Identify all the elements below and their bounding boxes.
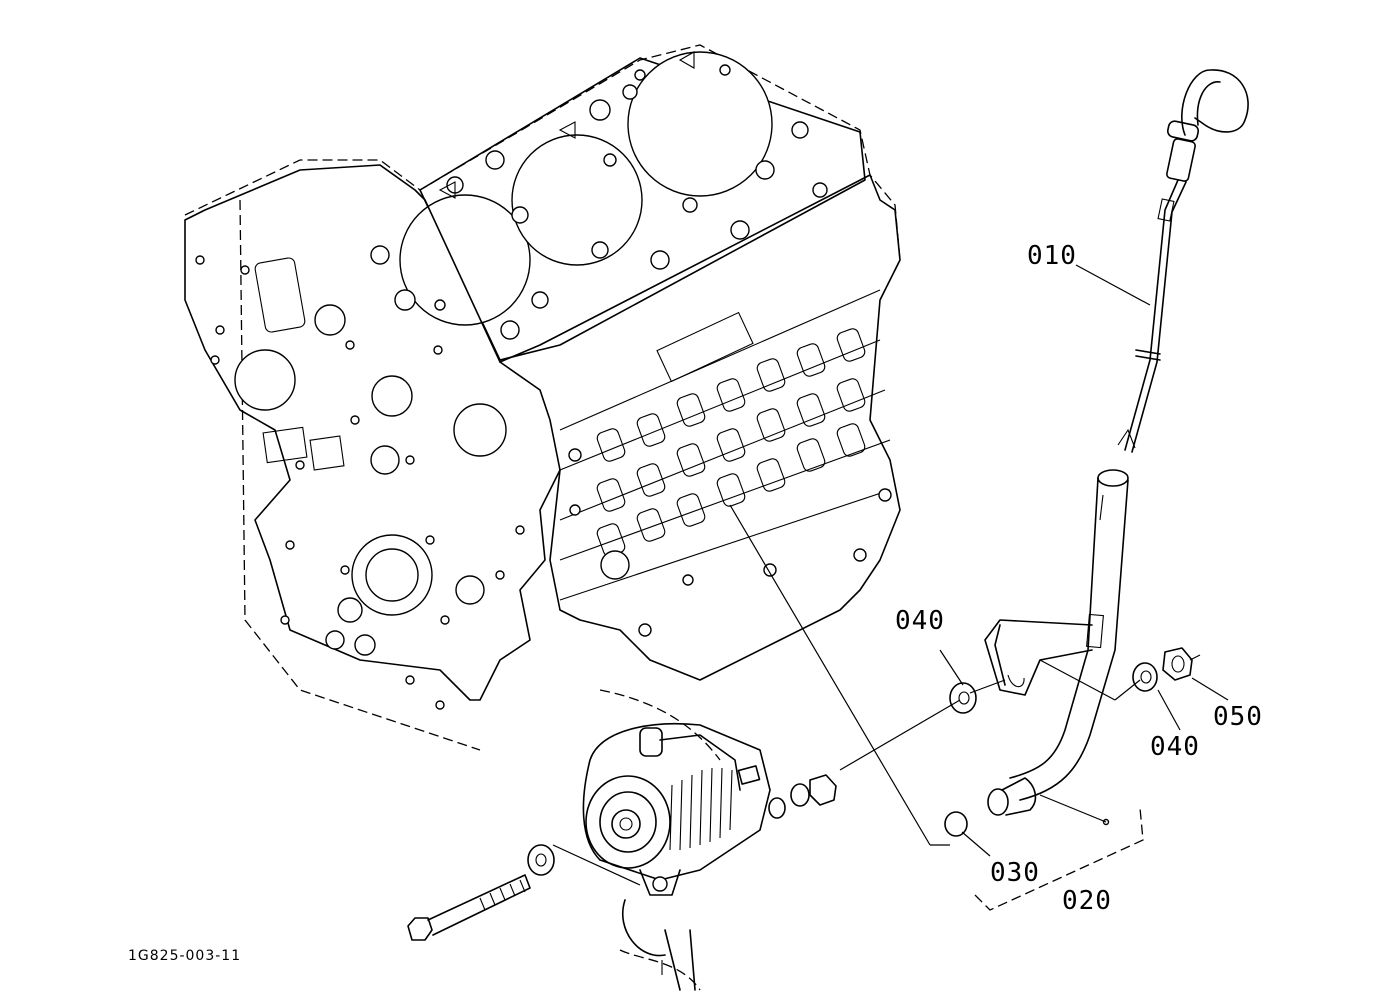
- washer-040-left: [949, 682, 977, 714]
- callout-040-left: 040: [895, 606, 945, 636]
- figure-code: 1G825-003-11: [128, 948, 242, 964]
- callout-030: 030: [990, 858, 1040, 888]
- o-ring-030: [944, 811, 968, 837]
- washer-040-right: [1132, 662, 1158, 692]
- leader-040-right: [1157, 689, 1181, 731]
- callout-010: 010: [1027, 241, 1077, 271]
- dipstick-010: [1117, 69, 1249, 453]
- alternator: [407, 689, 837, 991]
- nut-050: [1162, 647, 1201, 681]
- callout-040-right: 040: [1150, 732, 1200, 762]
- callout-050: 050: [1213, 702, 1263, 732]
- assembly-bracket-020: [974, 807, 1144, 911]
- leader-050: [1191, 677, 1229, 701]
- leader-030: [961, 831, 991, 857]
- leader-010: [1075, 264, 1151, 306]
- leader-lines: [552, 264, 1229, 911]
- callout-020: 020: [1062, 886, 1112, 916]
- guide-tube-020: [984, 469, 1129, 826]
- engine-block: [184, 44, 901, 751]
- leader-020-tip: [1039, 794, 1107, 823]
- leader-040-left: [939, 649, 964, 686]
